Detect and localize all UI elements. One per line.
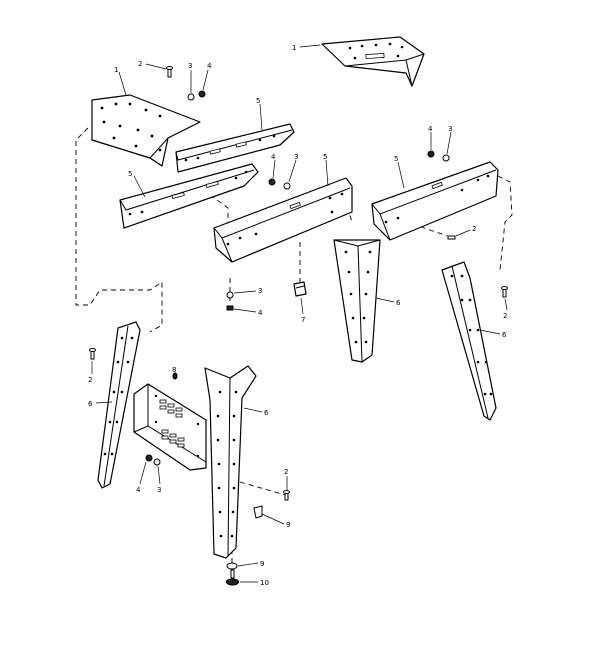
callout-4-top: 4 [207,62,212,70]
callout-2-left: 2 [88,376,92,384]
callout-4-right: 4 [428,125,433,133]
vent-slots-lower [161,429,185,448]
bolt-2-far-right [501,286,508,298]
callout-3-lower: 3 [258,287,262,295]
callout-1-top-right: 1 [292,44,296,52]
callout-2-top: 2 [138,60,142,68]
corner-bracket-7 [293,281,307,297]
callout-5-upper: 5 [256,97,260,105]
washer-3-bottom [153,458,161,466]
callout-9-upper: 9 [286,521,290,529]
leg-clip-9 [253,505,263,519]
foot-nut-9 [226,562,238,570]
callout-2-far-right: 2 [503,312,507,320]
callout-8: 8 [172,366,176,374]
callout-6-front: 6 [264,409,269,417]
nut-4-top [198,90,206,98]
nut-4-lower [226,305,234,311]
callout-5-right: 5 [394,155,398,163]
washer-3-lower [226,291,234,299]
leg-center [333,239,381,363]
leveling-glide-10 [226,569,239,586]
callout-8-marker [172,372,178,380]
callout-4-center: 4 [271,153,276,161]
callout-3-right: 3 [448,125,452,133]
washer-3-top [187,93,195,101]
callout-5-left: 5 [128,170,132,178]
nut-4-right [427,150,435,158]
callout-6-right: 6 [502,331,507,339]
leg-right [441,261,497,421]
callout-4-bottom: 4 [136,486,141,494]
leg-front [204,365,257,559]
bolt-2-right-rail [447,235,456,240]
callout-6-center: 6 [396,299,401,307]
vent-slots-upper [159,399,183,418]
callout-6-left: 6 [88,400,93,408]
callout-1-top-left: 1 [114,66,118,74]
nut-4-bottom [145,454,153,462]
callout-3-center: 3 [294,153,298,161]
leg-left [97,321,141,489]
callout-4-lower: 4 [258,309,263,317]
top-plate-right [321,36,425,87]
bolt-2-left [89,348,96,360]
front-rail-center [213,177,353,263]
bolt-2-lower [283,490,290,501]
washer-3-center [283,182,291,190]
callout-2-right-rail: 2 [472,225,476,233]
shelf-panel-8 [133,383,207,471]
side-rail-upper [175,123,295,173]
callout-7: 7 [301,316,305,324]
nut-4-center [268,178,276,186]
callout-10: 10 [260,579,269,587]
top-plate-left [91,94,201,167]
callout-9-lower: 9 [260,560,264,568]
side-rail-left [119,163,259,229]
callout-2-lower: 2 [284,468,288,476]
callout-3-bottom: 3 [157,486,161,494]
washer-3-right [442,154,450,162]
bolt-2-top [166,66,173,78]
callout-5-center: 5 [323,153,327,161]
callout-3-top: 3 [188,62,192,70]
side-rail-right [371,161,499,241]
